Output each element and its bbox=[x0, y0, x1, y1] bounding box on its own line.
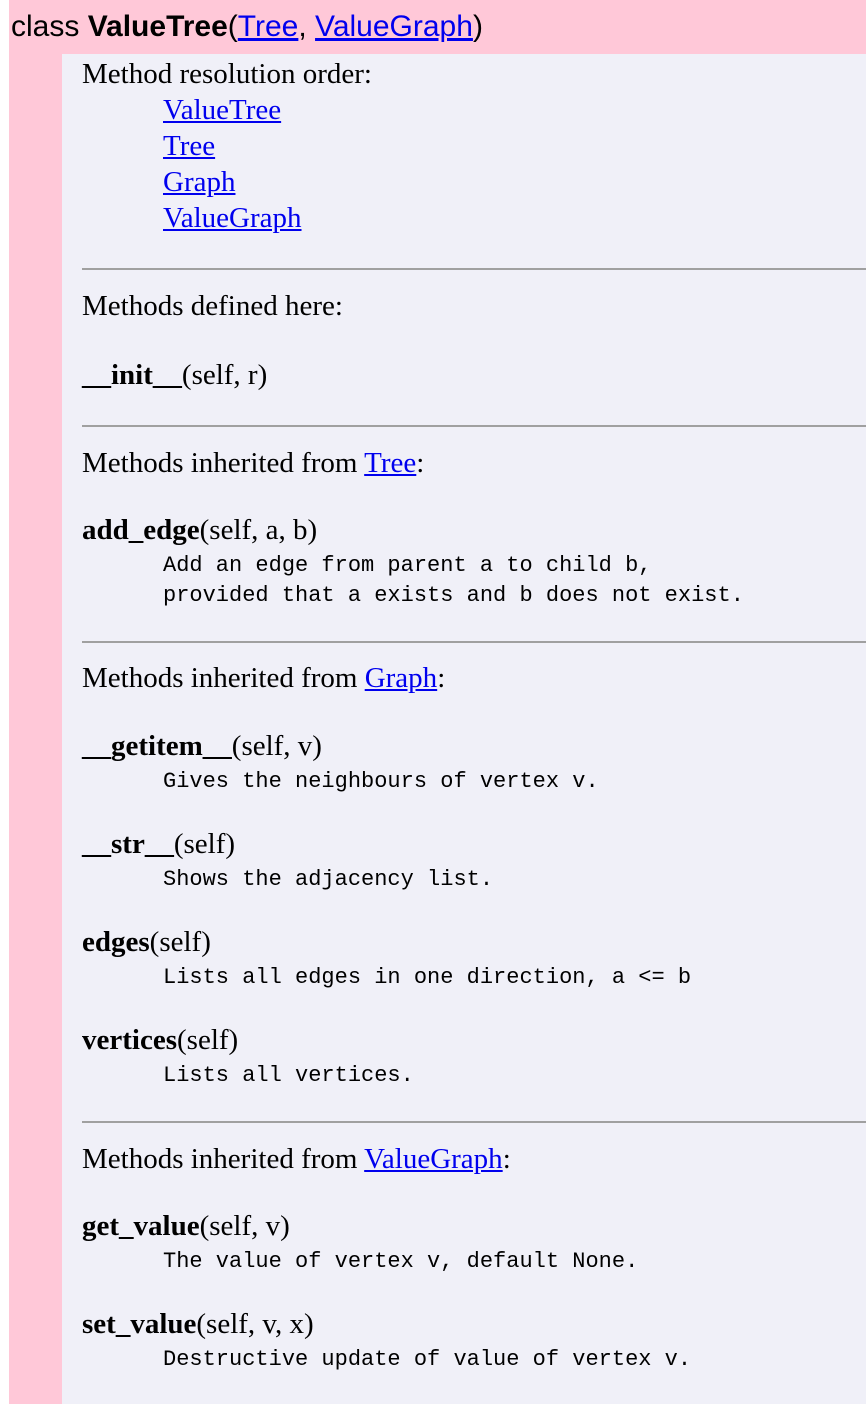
method-doc: Shows the adjacency list. bbox=[163, 867, 494, 892]
defined-methods-title: Methods defined here: bbox=[82, 290, 343, 322]
mro-title: Method resolution order: bbox=[82, 58, 372, 90]
base-class-link-valuegraph[interactable]: ValueGraph bbox=[315, 10, 473, 43]
class-section-margin bbox=[9, 0, 62, 1404]
class-doc-body: Method resolution order: ValueTree Tree … bbox=[62, 54, 866, 1404]
method-doc: Gives the neighbours of vertex v. bbox=[163, 769, 599, 794]
section-divider bbox=[82, 1121, 866, 1123]
method-name-get-value: get_value bbox=[82, 1210, 200, 1242]
method-args: (self, v, x) bbox=[196, 1308, 314, 1340]
method-signature: get_value(self, v) bbox=[82, 1210, 290, 1243]
inherited-title-prefix: Methods inherited from bbox=[82, 447, 365, 479]
method-args: (self, a, b) bbox=[199, 514, 318, 546]
section-divider bbox=[82, 425, 866, 427]
method-doc: provided that a exists and b does not ex… bbox=[163, 583, 744, 608]
method-name-set-value: set_value bbox=[82, 1308, 197, 1340]
method-signature: __init__(self, r) bbox=[82, 359, 267, 392]
method-args: (self, r) bbox=[181, 359, 268, 391]
method-doc: Lists all edges in one direction, a <= b bbox=[163, 965, 692, 990]
method-doc: Add an edge from parent a to child b, bbox=[163, 553, 652, 578]
inherited-title-prefix: Methods inherited from bbox=[82, 662, 365, 694]
method-signature: add_edge(self, a, b) bbox=[82, 514, 317, 547]
inherited-valuegraph-title: Methods inherited from ValueGraph: bbox=[82, 1143, 511, 1176]
method-name-vertices: vertices bbox=[82, 1024, 177, 1056]
inherited-link-tree[interactable]: Tree bbox=[364, 447, 417, 479]
method-signature: __str__(self) bbox=[82, 828, 235, 861]
inherited-link-graph[interactable]: Graph bbox=[364, 662, 438, 694]
method-args: (self) bbox=[173, 828, 236, 860]
inherited-title-suffix: : bbox=[416, 447, 425, 479]
method-signature: edges(self) bbox=[82, 926, 211, 959]
section-divider bbox=[82, 641, 866, 643]
class-name: ValueTree bbox=[87, 10, 228, 43]
inherited-link-valuegraph[interactable]: ValueGraph bbox=[364, 1143, 503, 1175]
close-paren: ) bbox=[472, 10, 483, 43]
method-name-add-edge: add_edge bbox=[82, 514, 200, 546]
mro-link-valuetree[interactable]: ValueTree bbox=[163, 94, 282, 126]
section-divider bbox=[82, 268, 866, 270]
method-doc: Destructive update of value of vertex v. bbox=[163, 1347, 692, 1372]
method-signature: vertices(self) bbox=[82, 1024, 238, 1057]
method-doc: The value of vertex v, default None. bbox=[163, 1249, 639, 1274]
mro-link-graph[interactable]: Graph bbox=[163, 166, 236, 198]
method-name-getitem: __getitem__ bbox=[82, 730, 232, 762]
inherited-graph-title: Methods inherited from Graph: bbox=[82, 662, 445, 695]
class-header: class ValueTree(Tree, ValueGraph) bbox=[9, 0, 866, 54]
method-doc: Lists all vertices. bbox=[163, 1063, 414, 1088]
method-args: (self, v) bbox=[231, 730, 322, 762]
method-name-init: __init__ bbox=[82, 359, 182, 391]
inherited-title-suffix: : bbox=[502, 1143, 511, 1175]
mro-link-tree[interactable]: Tree bbox=[163, 130, 216, 162]
class-keyword: class bbox=[11, 10, 88, 43]
method-args: (self, v) bbox=[199, 1210, 290, 1242]
base-separator: , bbox=[298, 10, 316, 43]
method-args: (self) bbox=[149, 926, 211, 958]
method-name-edges: edges bbox=[82, 926, 150, 958]
open-paren: ( bbox=[227, 10, 238, 43]
method-signature: __getitem__(self, v) bbox=[82, 730, 322, 763]
inherited-title-suffix: : bbox=[437, 662, 446, 694]
base-class-link-tree[interactable]: Tree bbox=[237, 10, 299, 43]
mro-link-valuegraph[interactable]: ValueGraph bbox=[163, 202, 302, 234]
method-args: (self) bbox=[177, 1024, 239, 1056]
method-signature: set_value(self, v, x) bbox=[82, 1308, 314, 1341]
inherited-tree-title: Methods inherited from Tree: bbox=[82, 447, 424, 480]
method-name-str: __str__ bbox=[82, 828, 174, 860]
inherited-title-prefix: Methods inherited from bbox=[82, 1143, 365, 1175]
